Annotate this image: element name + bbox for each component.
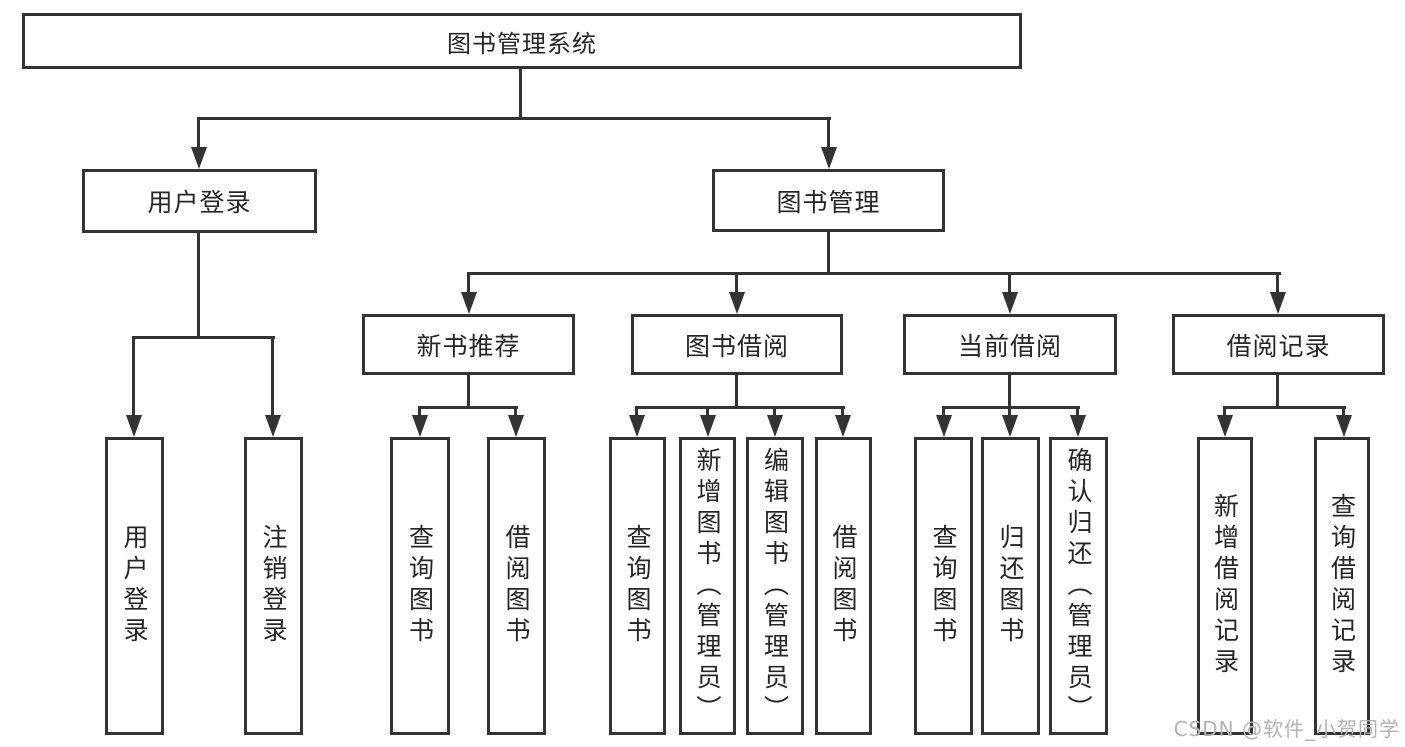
connector-vline <box>1276 272 1279 294</box>
connector-hline <box>418 406 518 409</box>
node-label: 图书借阅 <box>684 331 789 361</box>
node-label: 用户登录 <box>147 188 252 217</box>
leaf-label: 查询图书 <box>929 524 958 648</box>
leaf-return-book: 归还图书 <box>981 437 1040 735</box>
connector-vline <box>1342 406 1345 417</box>
leaf-query-book-recommend: 查询图书 <box>390 437 450 735</box>
leaf-label: 归还图书 <box>996 524 1025 648</box>
csdn-watermark: CSDN @软件_小贺同学 <box>1173 717 1400 741</box>
arrow-down-icon <box>700 415 716 437</box>
leaf-add-book-admin: 新增图书（管理员） <box>679 437 736 735</box>
leaf-logout: 注销登录 <box>244 437 303 735</box>
leaf-borrow-book-recommend: 借阅图书 <box>487 437 546 735</box>
leaf-label: 注销登录 <box>259 524 288 648</box>
arrow-down-icon <box>1270 292 1286 314</box>
leaf-borrow-book: 借阅图书 <box>815 437 872 735</box>
connector-vline <box>1008 406 1011 417</box>
arrow-down-icon <box>1002 415 1018 437</box>
connector-hline <box>197 117 831 120</box>
arrow-down-icon <box>835 415 851 437</box>
connector-vline <box>773 406 776 417</box>
node-borrow-records: 借阅记录 <box>1172 314 1385 375</box>
arrow-down-icon <box>729 292 745 314</box>
arrow-down-icon <box>412 415 428 437</box>
leaf-user-login: 用户登录 <box>105 437 164 735</box>
leaf-label: 借阅图书 <box>502 524 531 648</box>
arrow-down-icon <box>629 415 645 437</box>
leaf-label: 新增借阅记录 <box>1210 493 1240 679</box>
connector-vline <box>735 373 738 408</box>
connector-vline <box>467 373 470 408</box>
connector-vline <box>942 406 945 417</box>
connector-vline <box>827 117 830 148</box>
arrow-down-icon <box>1002 292 1018 314</box>
arrow-down-icon <box>508 415 524 437</box>
connector-vline <box>1076 406 1079 417</box>
connector-vline <box>197 230 200 336</box>
node-label: 图书管理 <box>776 187 881 217</box>
arrow-down-icon <box>821 147 837 169</box>
connector-hline <box>467 272 1281 275</box>
leaf-label: 借阅图书 <box>829 524 858 648</box>
connector-vline <box>132 336 135 417</box>
connector-vline <box>706 406 709 417</box>
leaf-query-book-current: 查询图书 <box>914 437 973 735</box>
connector-vline <box>197 117 200 148</box>
arrow-down-icon <box>1217 415 1233 437</box>
node-label: 新书推荐 <box>416 331 521 361</box>
leaf-query-borrow-record: 查询借阅记录 <box>1314 437 1370 735</box>
connector-hline <box>1223 406 1346 409</box>
connector-vline <box>467 272 470 294</box>
leaf-confirm-return-admin: 确认归还（管理员） <box>1049 437 1108 735</box>
connector-vline <box>841 406 844 417</box>
arrow-down-icon <box>1336 415 1352 437</box>
connector-vline <box>519 67 522 119</box>
node-current-borrow: 当前借阅 <box>903 314 1117 375</box>
arrow-down-icon <box>191 147 207 169</box>
connector-vline <box>1276 373 1279 408</box>
connector-vline <box>418 406 421 417</box>
leaf-add-borrow-record: 新增借阅记录 <box>1197 437 1253 735</box>
connector-vline <box>635 406 638 417</box>
arrow-down-icon <box>936 415 952 437</box>
arrow-down-icon <box>461 292 477 314</box>
connector-hline <box>942 406 1080 409</box>
connector-vline <box>1008 272 1011 294</box>
arrow-down-icon <box>767 415 783 437</box>
leaf-query-book-borrow: 查询图书 <box>609 437 666 735</box>
node-label: 图书管理系统 <box>447 29 597 58</box>
node-user-login: 用户登录 <box>82 169 317 233</box>
leaf-label: 用户登录 <box>120 524 149 648</box>
connector-hline <box>132 336 275 339</box>
node-library-system: 图书管理系统 <box>22 13 1022 69</box>
node-book-borrow: 图书借阅 <box>631 314 843 375</box>
connector-vline <box>735 272 738 294</box>
leaf-label: 查询图书 <box>623 524 652 648</box>
connector-vline <box>514 406 517 417</box>
connector-vline <box>827 230 830 275</box>
leaf-label: 查询图书 <box>405 524 435 648</box>
node-book-management: 图书管理 <box>712 169 945 232</box>
arrow-down-icon <box>126 415 142 437</box>
node-new-book-recommend: 新书推荐 <box>362 314 575 375</box>
leaf-edit-book-admin: 编辑图书（管理员） <box>746 437 804 735</box>
connector-vline <box>271 336 274 417</box>
connector-hline <box>635 406 845 409</box>
arrow-down-icon <box>265 415 281 437</box>
node-label: 当前借阅 <box>957 331 1062 361</box>
leaf-label: 查询借阅记录 <box>1327 493 1357 679</box>
leaf-label: 编辑图书（管理员） <box>760 446 790 726</box>
connector-vline <box>1223 406 1226 417</box>
node-label: 借阅记录 <box>1226 331 1331 361</box>
leaf-label: 确认归还（管理员） <box>1064 446 1093 726</box>
arrow-down-icon <box>1070 415 1086 437</box>
leaf-label: 新增图书（管理员） <box>693 446 722 726</box>
connector-vline <box>1008 373 1011 408</box>
